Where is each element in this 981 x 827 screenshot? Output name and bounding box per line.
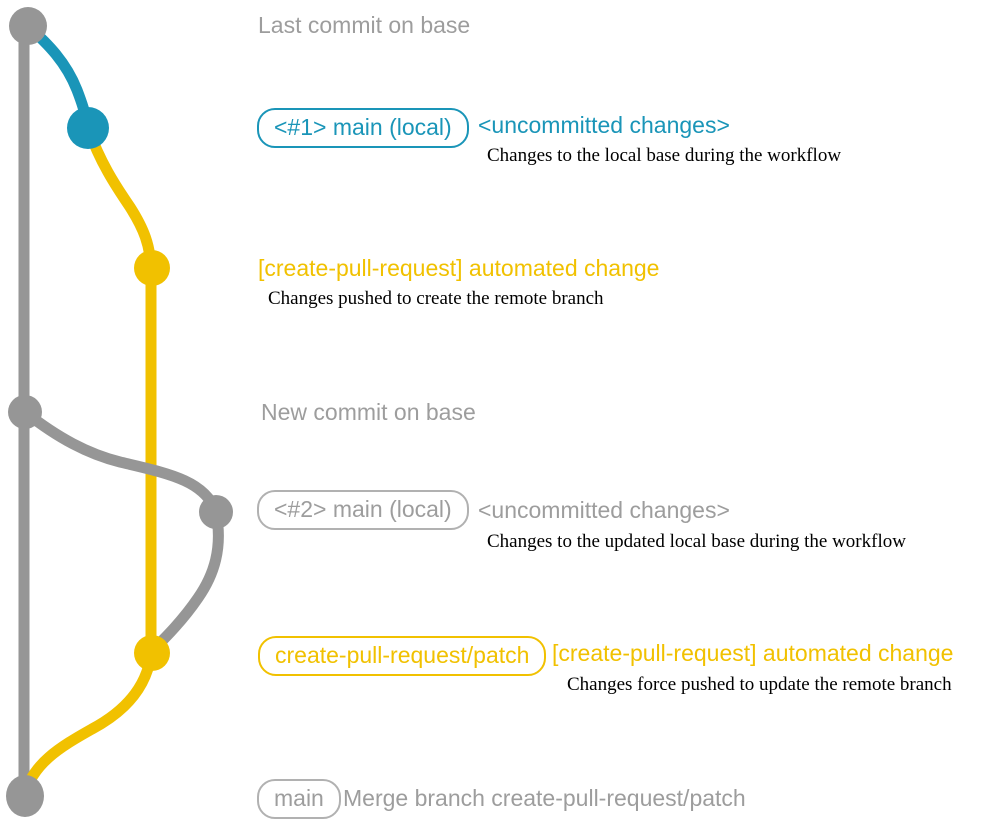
commit-node-patch-2 (134, 635, 170, 671)
branch-badge-main-local-1: <#1> main (local) (257, 108, 469, 149)
edge-local-main-2-in (147, 506, 224, 656)
commit-node-base-top (9, 7, 47, 45)
label-uncommitted-changes-1: <uncommitted changes> (478, 112, 730, 138)
label-automated-change-2: [create-pull-request] automated change (552, 640, 954, 666)
commit-node-patch-1 (134, 250, 170, 286)
commit-node-local-main-2 (199, 495, 233, 529)
branch-badge-create-pull-request-patch: create-pull-request/patch (258, 636, 547, 677)
git-graph (6, 7, 233, 817)
edge-patch-branch-off (82, 122, 157, 274)
label-new-commit-on-base: New commit on base (261, 399, 476, 425)
branch-badge-main: main (257, 779, 341, 820)
branch-badge-main-local-2: <#2> main (local) (257, 490, 469, 531)
edge-patch-merge (19, 649, 157, 801)
caption-force-pushed-update-branch: Changes force pushed to update the remot… (567, 674, 952, 695)
caption-local-base-changes: Changes to the local base during the wor… (487, 145, 842, 166)
label-uncommitted-changes-2: <uncommitted changes> (478, 497, 730, 523)
commit-node-base-merge (6, 775, 44, 817)
caption-pushed-create-branch: Changes pushed to create the remote bran… (268, 288, 604, 309)
commit-node-local-main-1 (67, 107, 109, 149)
commit-node-base-new (8, 395, 42, 429)
edge-local-main-2-out (19, 406, 222, 518)
caption-updated-local-base-changes: Changes to the updated local base during… (487, 531, 906, 552)
label-last-commit-on-base: Last commit on base (258, 12, 471, 38)
label-merge-branch-message: Merge branch create-pull-request/patch (343, 785, 746, 811)
label-automated-change-1: [create-pull-request] automated change (258, 255, 660, 281)
